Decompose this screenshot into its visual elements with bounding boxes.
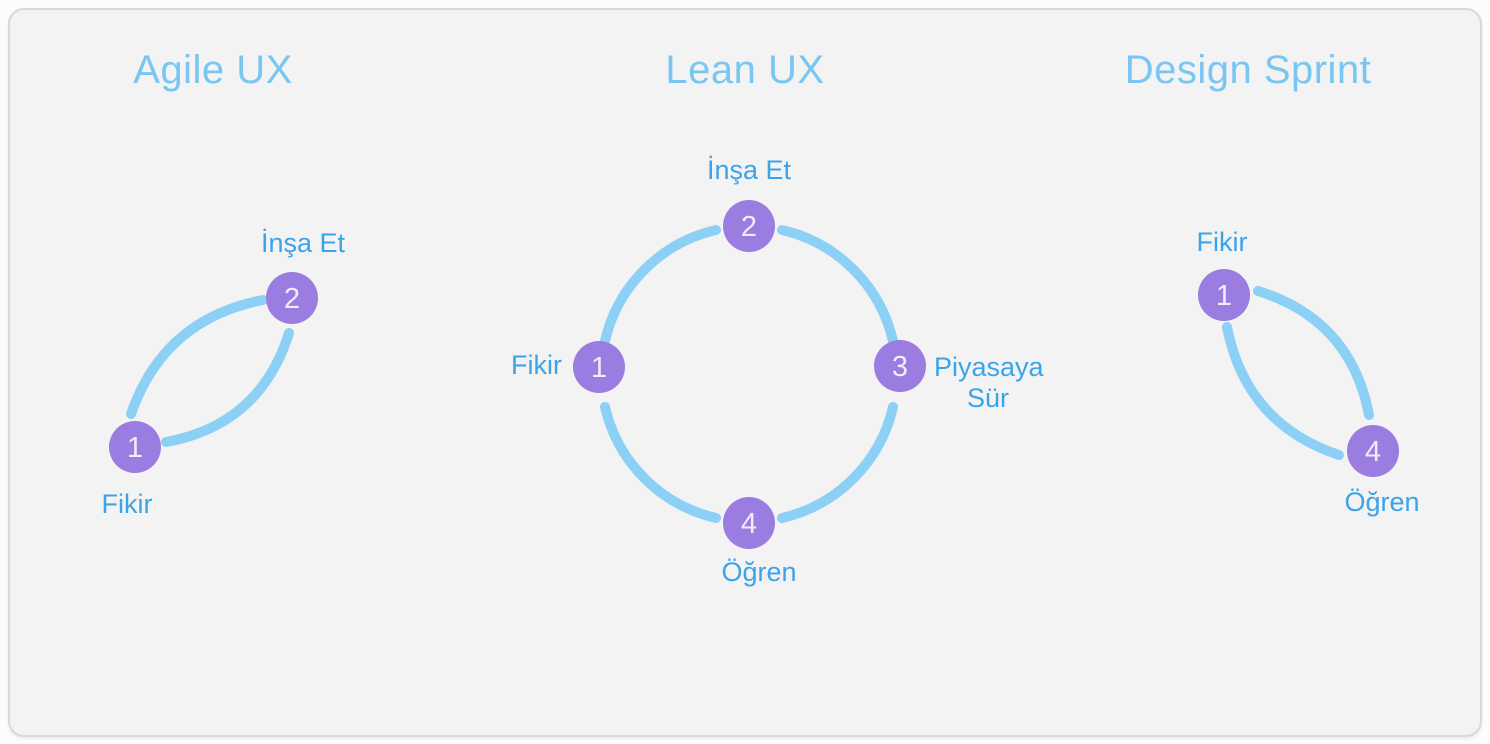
node-circle-1 — [109, 421, 161, 473]
node-number: 1 — [1216, 280, 1232, 312]
panel-title-lean-ux: Lean UX — [665, 48, 825, 92]
node-number: 4 — [1365, 436, 1381, 468]
agile-ux-cycle: 1 2 — [109, 272, 318, 473]
node-number: 3 — [892, 351, 908, 383]
node-label-build: İnşa Et — [706, 155, 792, 185]
cycle-arc — [1253, 286, 1374, 420]
cycle-arc — [777, 225, 898, 346]
panel-title-agile-ux: Agile UX — [133, 48, 293, 92]
node-circle-2 — [723, 200, 775, 252]
node-label-learn: Öğren — [721, 557, 797, 587]
node-label-idea: Fikir — [101, 489, 153, 519]
node-label-idea: Fikir — [1196, 227, 1248, 257]
node-label-launch: Piyasaya Sür — [934, 352, 1044, 413]
node-number: 2 — [741, 211, 757, 243]
node-circle-4 — [723, 497, 775, 549]
node-number: 2 — [284, 283, 300, 315]
node-circle-1 — [573, 341, 625, 393]
cycle-arc — [126, 295, 268, 419]
lean-ux-cycle: 1 2 3 4 — [573, 200, 926, 549]
node-circle-4 — [1347, 425, 1399, 477]
cycle-arc — [161, 328, 294, 447]
node-label-build: İnşa Et — [260, 228, 346, 258]
cycle-arc — [1222, 322, 1344, 460]
node-number: 1 — [127, 432, 143, 464]
node-label-idea: Fikir — [511, 350, 562, 380]
node-circle-3 — [874, 340, 926, 392]
cycle-arc — [600, 402, 721, 523]
node-circle-2 — [266, 272, 318, 324]
node-number: 4 — [741, 508, 757, 540]
cycle-arc — [777, 402, 898, 523]
cycle-arc — [600, 225, 721, 346]
node-label-learn: Öğren — [1344, 487, 1420, 517]
design-sprint-cycle: 1 4 — [1198, 269, 1399, 477]
panel-title-design-sprint: Design Sprint — [1124, 48, 1372, 92]
node-circle-1 — [1198, 269, 1250, 321]
node-number: 1 — [591, 352, 607, 384]
